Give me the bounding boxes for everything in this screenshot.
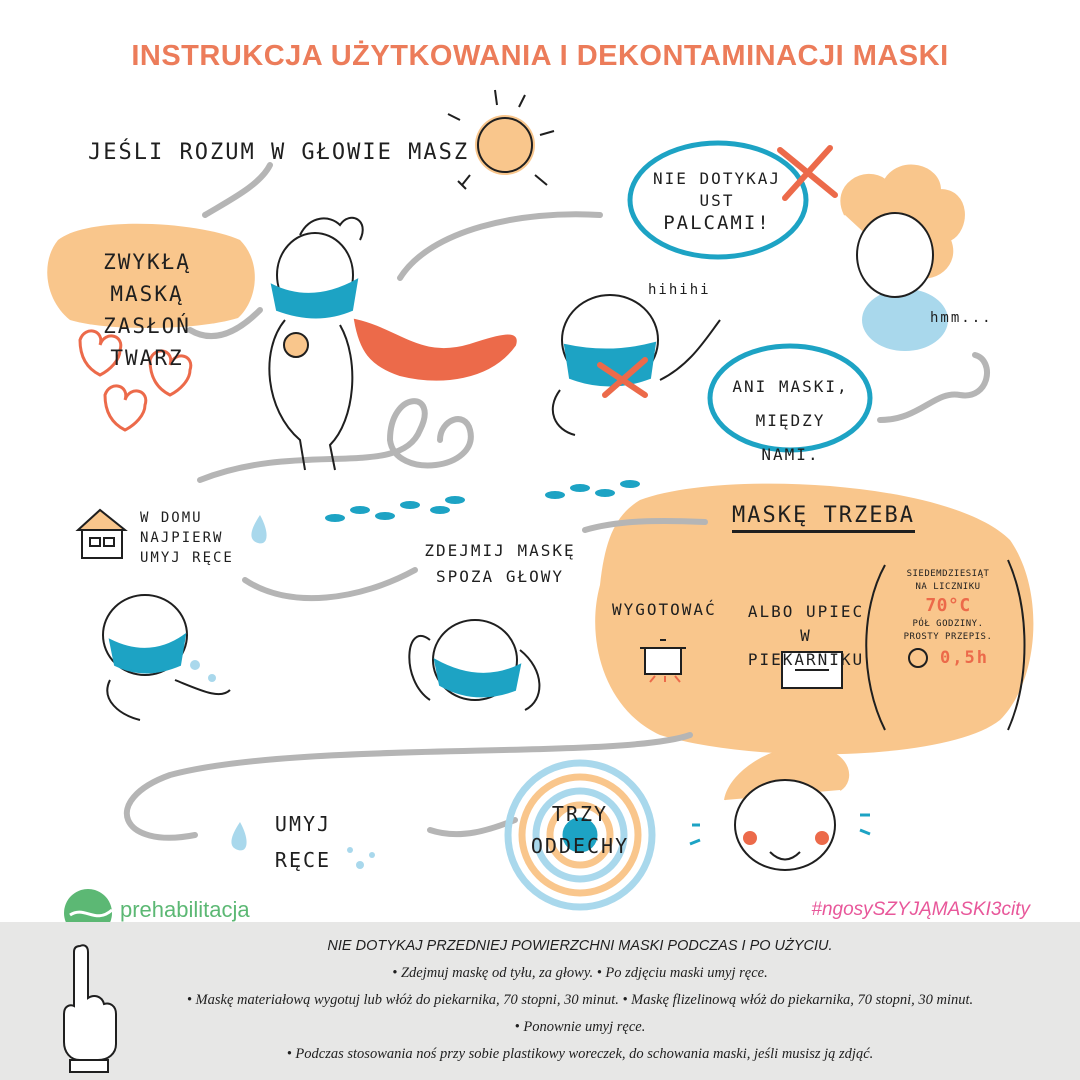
arrow-wave xyxy=(877,352,990,423)
footprints-icon xyxy=(325,480,640,522)
lightbulb-icon xyxy=(447,89,555,190)
arrow-intro xyxy=(202,162,273,218)
wash-hands-line-2: RĘCE xyxy=(274,848,332,872)
boil-text: WYGOTOWAĆ xyxy=(612,600,717,619)
bake-text: ALBO UPIEC W PIEKARNIKU xyxy=(740,600,872,672)
arrow-to-breath xyxy=(427,817,518,838)
face-cover-line-1: ZWYKŁĄ MASKĄ xyxy=(103,250,191,306)
house-icon xyxy=(75,508,128,559)
wash-hands-line-1: UMYJ xyxy=(274,812,332,836)
face-cover-text: ZWYKŁĄ MASKĄ ZASŁOŃ TWARZ xyxy=(62,246,232,374)
bubble-no-share xyxy=(707,343,873,453)
footer-line-2: • Maskę materiałową wygotuj lub włóż do … xyxy=(186,992,974,1008)
arrow-to-oven xyxy=(582,517,708,533)
no-touch-line-2: UST xyxy=(699,191,735,210)
removing-mask-figure xyxy=(408,619,541,711)
oven-note-seventy: SIEDEMDZIESIĄT xyxy=(906,569,990,579)
breaths-line-2: ODDECHY xyxy=(530,834,630,858)
droplet-icon-2 xyxy=(231,822,247,851)
mask-must-text: MASKĘ TRZEBA xyxy=(732,503,915,533)
hashtag: #ngosySZYJĄMASKI3city xyxy=(811,899,1030,920)
home-wash-line-2: NAJPIERW xyxy=(140,530,224,546)
face-cover-line-2: ZASŁOŃ TWARZ xyxy=(103,314,191,370)
oven-note-time: 0,5h xyxy=(940,648,989,668)
cross-icon xyxy=(777,145,838,201)
oven-note-half-hour: PÓŁ GODZINY. xyxy=(912,619,984,629)
cooking-pot-icon xyxy=(640,639,686,683)
oven-note: SIEDEMDZIESIĄT NA LICZNIKU 70°C PÓŁ GODZ… xyxy=(893,568,1003,644)
remove-mask-text: ZDEJMIJ MASKĘ SPOZA GŁOWY xyxy=(420,538,580,590)
breaths-text: TRZY ODDECHY xyxy=(520,798,640,862)
bubble-no-touch xyxy=(627,140,809,260)
remove-mask-line-2: SPOZA GŁOWY xyxy=(436,567,564,586)
footer-panel: NIE DOTYKAJ PRZEDNIEJ POWIERZCHNI MASKI … xyxy=(0,922,1080,1080)
oven-note-counter: NA LICZNIKU xyxy=(915,582,981,592)
happy-face-figure xyxy=(689,745,871,871)
footer-line-1: • Zdejmuj maskę od tyłu, za głowy. • Po … xyxy=(392,965,768,981)
footer-heading: NIE DOTYKAJ PRZEDNIEJ POWIERZCHNI MASKI … xyxy=(327,938,833,954)
hmm-text: hmm... xyxy=(930,310,993,326)
wash-hands-text: UMYJ RĘCE xyxy=(268,806,338,878)
page-title: INSTRUKCJA UŻYTKOWANIA I DEKONTAMINACJI … xyxy=(131,40,949,72)
heart-icons xyxy=(78,329,193,432)
home-wash-text: W DOMU NAJPIERW UMYJ RĘCE xyxy=(140,508,234,568)
breaths-line-1: TRZY xyxy=(551,802,609,826)
oven-note-temp: 70°C xyxy=(925,595,971,616)
no-share-line-1: ANI MASKI, xyxy=(732,377,849,396)
arrow-loop xyxy=(197,398,474,483)
footer-text: NIE DOTYKAJ PRZEDNIEJ POWIERZCHNI MASKI … xyxy=(120,938,1040,1073)
oven-note-recipe: PROSTY PRZEPIS. xyxy=(903,632,993,642)
arrow-to-superhero xyxy=(187,307,263,340)
no-touch-line-1: NIE DOTYKAJ xyxy=(653,169,781,188)
pointing-hand-icon xyxy=(63,944,117,1073)
soap-bubbles-icon xyxy=(347,847,375,869)
arrow-big-loop xyxy=(123,732,693,841)
home-wash-line-3: UMYJ RĘCE xyxy=(140,550,234,566)
no-touch-text: NIE DOTYKAJ UST PALCAMI! xyxy=(642,168,792,234)
breath-spiral xyxy=(504,759,656,911)
washing-hands-figure xyxy=(102,594,231,721)
no-touch-line-3: PALCAMI! xyxy=(663,212,771,234)
superhero-figure xyxy=(268,216,517,471)
peach-blob-face-cover xyxy=(47,223,255,329)
no-share-line-2: MIĘDZY NAMI. xyxy=(755,411,826,464)
footer-line-3: • Ponownie umyj ręce. xyxy=(514,1019,646,1035)
bake-line-2: W PIEKARNIKU xyxy=(747,626,865,669)
no-share-text: ANI MASKI, MIĘDZY NAMI. xyxy=(728,370,853,472)
footer-line-4: • Podczas stosowania noś przy sobie plas… xyxy=(286,1046,874,1062)
thinking-figure xyxy=(840,164,965,351)
arrow-to-bubble xyxy=(397,211,603,281)
hihihi-text: hihihi xyxy=(648,282,711,298)
intro-text: JEŚLI ROZUM W GŁOWIE MASZ xyxy=(88,140,470,165)
laughing-figure xyxy=(551,294,721,436)
brand-name: prehabilitacja xyxy=(120,897,250,922)
clock-icon xyxy=(908,648,928,668)
droplet-icon xyxy=(251,515,267,544)
arrow-to-remove xyxy=(242,567,418,602)
bake-line-1: ALBO UPIEC xyxy=(747,602,865,621)
remove-mask-line-1: ZDEJMIJ MASKĘ xyxy=(424,541,576,560)
oven-icon xyxy=(781,651,843,689)
home-wash-line-1: W DOMU xyxy=(140,510,203,526)
peach-blob-decontamination xyxy=(595,483,1034,755)
